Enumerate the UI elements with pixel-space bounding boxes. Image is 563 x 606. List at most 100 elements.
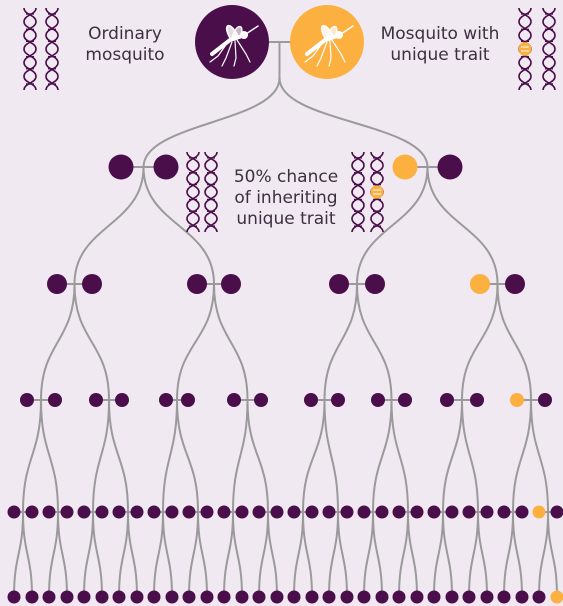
branch-line — [407, 511, 418, 598]
offspring-dot — [165, 590, 179, 604]
branch-line — [40, 399, 59, 513]
branch-line — [512, 399, 532, 513]
offspring-dot — [112, 505, 126, 519]
offspring-dot — [532, 590, 546, 604]
offspring-dot — [60, 590, 74, 604]
dna-icon — [45, 7, 59, 91]
offspring-dot — [480, 505, 494, 519]
offspring-dot — [25, 505, 39, 519]
offspring-dot — [112, 590, 126, 604]
branch-line — [83, 511, 94, 598]
offspring-dot — [305, 505, 319, 519]
branch-line — [442, 399, 463, 513]
offspring-dot — [497, 505, 511, 519]
branch-line — [108, 399, 129, 513]
branch-line — [356, 283, 393, 401]
unique-offspring-dot — [550, 590, 563, 604]
offspring-dot — [340, 505, 354, 519]
branch-line — [213, 283, 249, 401]
branch-line — [162, 399, 178, 513]
offspring-dot — [371, 393, 385, 407]
branch-line — [512, 511, 523, 598]
offspring-dot — [200, 505, 214, 519]
branch-line — [57, 511, 68, 598]
branch-line — [92, 511, 103, 598]
offspring-dot — [331, 393, 345, 407]
dna-icon — [204, 151, 218, 233]
dna-icon — [370, 151, 384, 233]
offspring-dot — [305, 590, 319, 604]
branch-line — [188, 511, 199, 598]
branch-line — [153, 511, 164, 598]
branch-line — [328, 511, 339, 598]
branch-line — [267, 511, 278, 598]
inheritance-chance-label: 50% chance of inheriting unique trait — [233, 167, 339, 229]
offspring-dot — [322, 590, 336, 604]
branch-line — [92, 399, 110, 513]
branch-line — [142, 166, 215, 285]
branch-line — [337, 511, 348, 598]
offspring-dot — [437, 154, 463, 180]
offspring-dot — [95, 590, 109, 604]
unique-offspring-dot — [392, 154, 418, 180]
offspring-dot — [147, 505, 161, 519]
offspring-dot — [60, 505, 74, 519]
offspring-dot — [462, 590, 476, 604]
mosquito-icon — [304, 24, 354, 67]
icons-layer — [23, 7, 556, 233]
offspring-dot — [252, 505, 266, 519]
branch-line — [142, 77, 281, 168]
branch-line — [118, 511, 129, 598]
offspring-dot — [217, 590, 231, 604]
offspring-dot — [159, 393, 173, 407]
branch-line — [127, 511, 138, 598]
offspring-dot — [227, 393, 241, 407]
offspring-dot — [497, 590, 511, 604]
offspring-dot — [165, 505, 179, 519]
branch-line — [302, 511, 313, 598]
unique-offspring-dot — [532, 505, 546, 519]
offspring-dot — [95, 505, 109, 519]
unique-trait-mosquito-label: Mosquito with unique trait — [380, 24, 500, 65]
branch-line — [372, 511, 383, 598]
branch-line — [246, 399, 269, 513]
offspring-dot — [130, 590, 144, 604]
branch-line — [468, 511, 479, 598]
offspring-dot — [82, 274, 102, 294]
branch-line — [197, 511, 208, 598]
branch-line — [426, 166, 499, 285]
offspring-dot — [77, 590, 91, 604]
offspring-dot — [375, 505, 389, 519]
offspring-dot — [270, 590, 284, 604]
offspring-dot — [153, 154, 179, 180]
branch-line — [258, 511, 269, 598]
offspring-dot — [440, 393, 454, 407]
offspring-dot — [130, 505, 144, 519]
dna-icon — [186, 151, 200, 233]
branch-line — [176, 399, 199, 513]
offspring-dot — [287, 590, 301, 604]
offspring-dot — [480, 590, 494, 604]
branch-line — [530, 399, 549, 513]
offspring-dot — [375, 590, 389, 604]
offspring-dot — [340, 590, 354, 604]
branch-line — [293, 511, 304, 598]
offspring-dot — [147, 590, 161, 604]
branch-line — [496, 283, 532, 401]
offspring-dot — [42, 505, 56, 519]
offspring-dot — [329, 274, 349, 294]
offspring-dot — [200, 590, 214, 604]
dna-icon — [351, 151, 365, 233]
branch-line — [363, 511, 374, 598]
offspring-dot — [470, 393, 484, 407]
offspring-dot — [357, 590, 371, 604]
branch-line — [22, 511, 33, 598]
branch-line — [477, 511, 488, 598]
offspring-dot — [108, 154, 134, 180]
branch-line — [232, 511, 243, 598]
branch-line — [323, 283, 358, 401]
offspring-dot — [235, 505, 249, 519]
offspring-dot — [89, 393, 103, 407]
